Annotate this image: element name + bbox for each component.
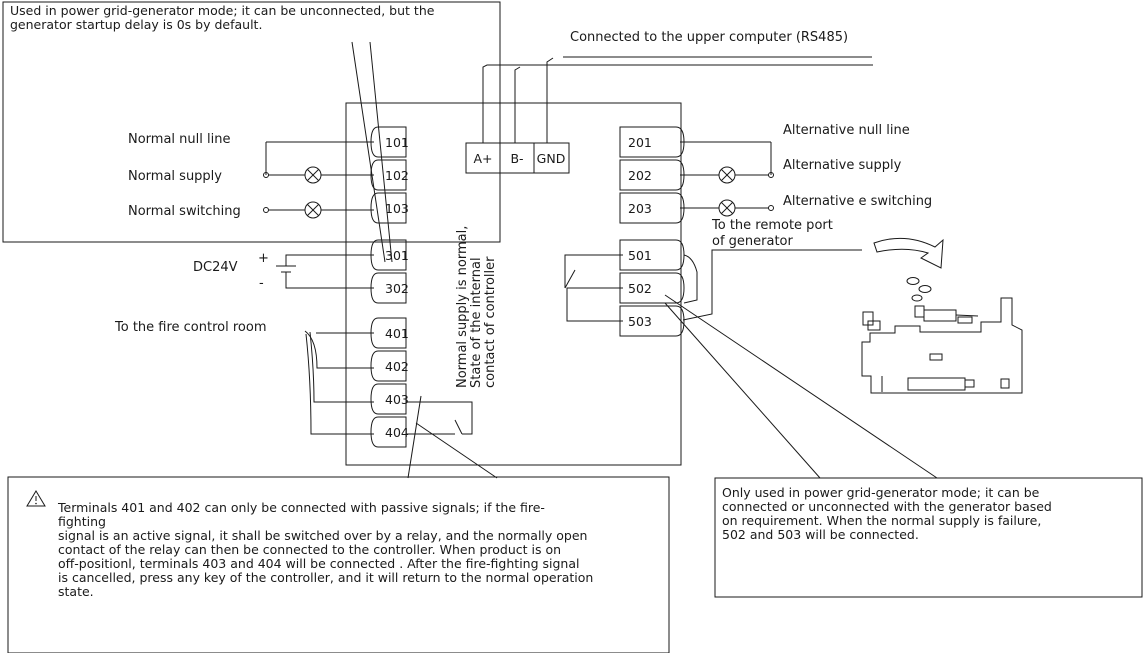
lamp-icon	[718, 166, 736, 184]
rs485-terminal-b: B-	[510, 151, 523, 166]
fire-wire-402	[304, 330, 374, 369]
right-terminal-201: 201	[619, 126, 685, 158]
dc-minus-label: -	[259, 276, 264, 291]
warning-note-line: Terminals 401 and 402 can only be connec…	[58, 500, 545, 515]
right-terminal-503: 503	[619, 305, 685, 337]
svg-text:404: 404	[385, 425, 409, 440]
top-note-line: Used in power grid-generator mode; it ca…	[10, 3, 435, 18]
warning-note-line: off-positionl, terminals 403 and 404 wil…	[58, 556, 580, 571]
lamp-icon	[304, 201, 322, 219]
lamp-icon	[304, 166, 322, 184]
left-terminal-101: 101	[370, 126, 409, 158]
generator-note-box	[714, 477, 1143, 598]
remote-port-label-2: of generator	[712, 234, 794, 249]
normal-switching-label: Normal switching	[128, 204, 241, 219]
svg-text:201: 201	[628, 135, 652, 150]
left-terminal-402: 402	[370, 350, 409, 382]
svg-text:202: 202	[628, 168, 652, 183]
warning-note: Terminals 401 and 402 can only be connec…	[58, 501, 658, 599]
alternative-switching-label: Alternative e switching	[783, 194, 932, 209]
warning-note-line: contact of the relay can then be connect…	[58, 542, 562, 557]
generator-note-line: connected or unconnected with the genera…	[722, 499, 1052, 514]
fire-control-room-label: To the fire control room	[114, 320, 267, 335]
svg-text:contact of controller: contact of controller	[483, 256, 498, 388]
generator-icon	[861, 297, 1023, 394]
internal-contact-text: Normal supply is normal, State of the in…	[455, 226, 498, 388]
svg-text:Normal supply is normal,: Normal supply is normal,	[455, 226, 470, 388]
svg-text:501: 501	[628, 248, 652, 263]
rs485-terminal-gnd: GND	[537, 151, 566, 166]
generator-note-line: Only used in power grid-generator mode; …	[722, 485, 1040, 500]
left-terminal-404: 404	[370, 416, 409, 448]
svg-text:301: 301	[385, 248, 409, 263]
svg-text:401: 401	[385, 326, 409, 341]
svg-text:103: 103	[385, 201, 409, 216]
top-note: Used in power grid-generator mode; it ca…	[10, 4, 500, 32]
alternative-supply-label: Alternative supply	[783, 158, 902, 173]
normal-supply-label: Normal supply	[128, 169, 222, 184]
dc-plus-label: +	[258, 251, 269, 266]
battery-icon	[276, 254, 374, 289]
left-terminal-103: 103	[370, 192, 409, 224]
rs485-terminal-block: A+ B- GND	[465, 142, 570, 174]
right-terminal-501: 501	[619, 239, 685, 271]
warning-note-line: fighting	[58, 514, 106, 529]
rs485-label: Connected to the upper computer (RS485)	[570, 30, 848, 45]
right-terminal-502: 502	[619, 272, 685, 304]
top-note-line: generator startup delay is 0s by default…	[10, 17, 263, 32]
svg-text:102: 102	[385, 168, 409, 183]
right-terminal-202: 202	[619, 159, 685, 191]
top-note-box	[2, 1, 501, 243]
right-terminal-203: 203	[619, 192, 685, 224]
remote-port-label-1: To the remote port	[711, 218, 833, 233]
warning-icon	[26, 490, 46, 507]
svg-text:403: 403	[385, 392, 409, 407]
svg-text:502: 502	[628, 281, 652, 296]
switch-contact-icon	[454, 419, 463, 435]
arrow-icon	[873, 237, 944, 269]
generator-note-line: on requirement. When the normal supply i…	[722, 513, 1042, 528]
controller-box	[345, 102, 682, 466]
dc24v-label: DC24V	[193, 260, 238, 275]
switch-contact-icon	[564, 269, 576, 289]
svg-text:203: 203	[628, 201, 652, 216]
rs485-terminal-a: A+	[473, 151, 492, 166]
warning-note-line: is cancelled, press any key of the contr…	[58, 570, 594, 585]
warning-note-line: state.	[58, 584, 94, 599]
svg-text:402: 402	[385, 359, 409, 374]
lamp-icon	[718, 199, 736, 217]
left-terminal-401: 401	[370, 317, 409, 349]
normal-null-line-label: Normal null line	[128, 132, 230, 147]
left-terminal-302: 302	[370, 272, 409, 304]
svg-text:State of the internal: State of the internal	[469, 257, 484, 388]
left-terminal-403: 403	[370, 383, 409, 415]
smoke-icon	[906, 277, 932, 302]
svg-text:101: 101	[385, 135, 409, 150]
svg-text:503: 503	[628, 314, 652, 329]
generator-note: Only used in power grid-generator mode; …	[722, 486, 1137, 542]
left-terminal-102: 102	[370, 159, 409, 191]
warning-note-box	[7, 476, 670, 653]
alternative-null-line-label: Alternative null line	[783, 123, 910, 138]
generator-note-line: 502 and 503 will be connected.	[722, 527, 919, 542]
svg-text:302: 302	[385, 281, 409, 296]
warning-note-line: signal is an active signal, it shall be …	[58, 528, 588, 543]
